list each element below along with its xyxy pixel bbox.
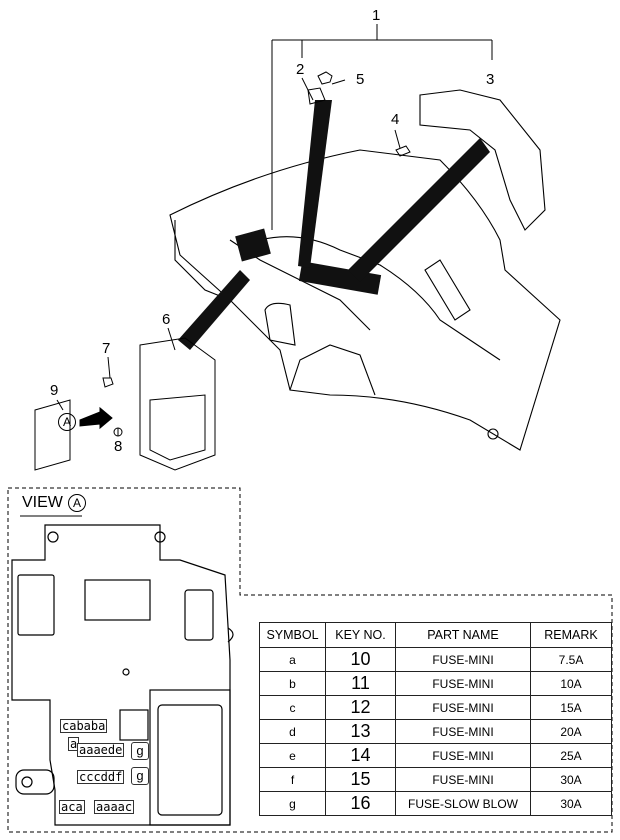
symbol: b [259,671,326,696]
callout-4: 4 [391,111,400,128]
dashboard-outline [169,149,561,451]
symbol: e [259,743,326,768]
callout-7: 7 [102,340,111,357]
key-no: 11 [325,671,396,696]
view-a-arrow-marker: A [58,413,76,431]
harness-connectors [178,100,490,350]
symbol: d [259,719,326,744]
callout-1: 1 [372,7,381,24]
table-header: SYMBOL KEY NO. PART NAME REMARK [259,622,612,648]
key-no: 10 [325,647,396,672]
view-label: VIEW [22,494,63,512]
key-no: 15 [325,767,396,792]
view-marker: A [68,494,86,512]
fuse-row-3: cccddf [77,770,125,784]
remark: 7.5A [530,647,612,672]
header-symbol: SYMBOL [259,622,326,648]
fuse-row-2: aaaede [77,743,125,757]
symbol: a [259,647,326,672]
header-part-name: PART NAME [395,622,531,648]
symbol: f [259,767,326,792]
key-no: 13 [325,719,396,744]
callout-2: 2 [296,61,305,78]
header-key-no: KEY NO. [325,622,396,648]
remark: 10A [530,671,612,696]
remark: 25A [530,743,612,768]
callout-5: 5 [356,71,365,88]
part-name: FUSE-MINI [395,671,531,696]
callout-9: 9 [50,382,59,399]
fuse-row-1: cababa [60,719,108,733]
fuse-row-4b: aaaac [94,800,135,814]
fuse-slow-blow-2: g [131,767,149,785]
key-no: 14 [325,743,396,768]
fusebox-view-outline [11,524,234,826]
view-label-text: VIEW [22,494,63,511]
symbol: g [259,791,326,816]
key-no: 12 [325,695,396,720]
part-name: FUSE-MINI [395,695,531,720]
remark: 15A [530,695,612,720]
fuse-slow-blow-1: g [131,742,149,760]
part-name: FUSE-SLOW BLOW [395,791,531,816]
symbol: c [259,695,326,720]
key-no: 16 [325,791,396,816]
callout-3: 3 [486,71,495,88]
remark: 30A [530,767,612,792]
junction-box-drawing [139,337,216,471]
part-name: FUSE-MINI [395,767,531,792]
part-name: FUSE-MINI [395,647,531,672]
part-name: FUSE-MINI [395,743,531,768]
callout-8: 8 [114,438,123,455]
header-remark: REMARK [530,622,612,648]
callout-6: 6 [162,311,171,328]
fuse-row-4a: aca [59,800,85,814]
remark: 30A [530,791,612,816]
remark: 20A [530,719,612,744]
part-name: FUSE-MINI [395,719,531,744]
callout-1-leader [271,24,493,230]
